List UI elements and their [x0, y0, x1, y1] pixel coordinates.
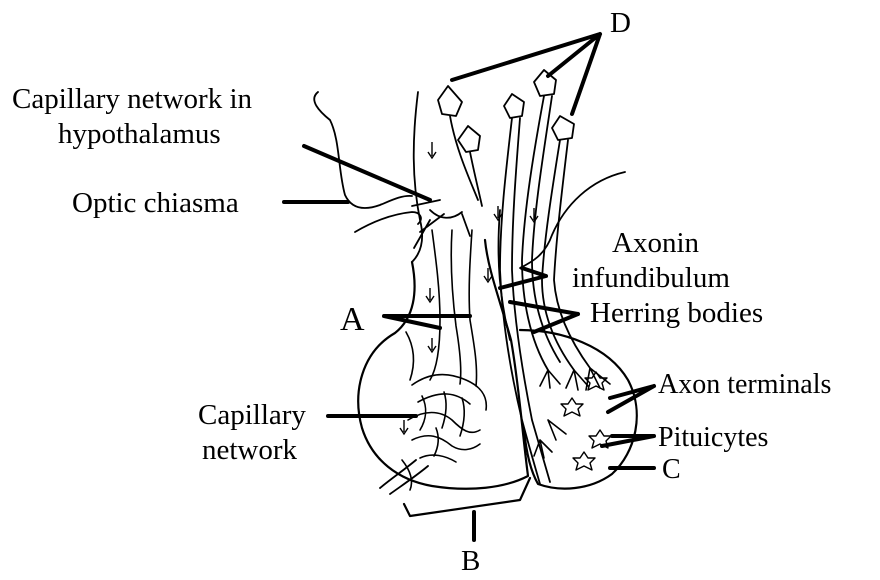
bracket-b	[402, 476, 532, 518]
leader-d	[450, 32, 602, 116]
capillary-network-graphic	[401, 229, 488, 491]
leader-herring	[508, 300, 580, 334]
anatomy	[313, 91, 638, 495]
leader-axon-terminals	[606, 384, 656, 414]
optic-chiasma-lower	[354, 211, 422, 233]
label-axonin-2: infundibulum	[572, 262, 730, 294]
neuron-1	[437, 85, 463, 117]
neuron-2	[457, 125, 481, 153]
flow-arrows	[399, 142, 539, 436]
label-pituicytes: Pituicytes	[658, 422, 768, 453]
optic-chiasma-shape	[313, 91, 413, 209]
pituicyte-4	[572, 451, 596, 471]
label-capillary-hypothalamus-1: Capillary network in	[12, 83, 253, 115]
label-axon-terminals: Axon terminals	[658, 369, 831, 400]
neurosecretory-cells	[411, 69, 591, 485]
axon-terminals-graphic	[533, 367, 611, 459]
pituicyte-3	[588, 429, 612, 449]
label-herring-bodies: Herring bodies	[590, 297, 763, 329]
pituicyte-1	[584, 371, 608, 391]
posterior-lobe-outline	[518, 328, 638, 490]
pituicyte-2	[560, 397, 584, 417]
neuron-4	[533, 69, 557, 97]
stalk-outline-left	[411, 91, 424, 263]
label-optic-chiasma: Optic chiasma	[72, 187, 239, 219]
neuron-5	[551, 115, 575, 141]
label-capillary-network-1: Capillary	[198, 399, 306, 431]
portal-vessel	[379, 459, 429, 495]
pituicytes-graphic	[560, 371, 612, 471]
label-d: D	[610, 7, 631, 39]
leader-pituicytes	[600, 434, 656, 448]
label-b: B	[461, 545, 480, 577]
anterior-lobe-outline	[357, 238, 530, 490]
label-c: C	[662, 454, 681, 485]
label-capillary-hypothalamus-2: hypothalamus	[58, 118, 221, 150]
label-capillary-network-2: network	[202, 434, 298, 466]
leader-capillary-hypothalamus	[302, 144, 432, 202]
labels: Capillary network in hypothalamus Optic …	[12, 7, 831, 577]
leader-lines	[282, 32, 656, 542]
label-a: A	[340, 301, 365, 338]
leader-a	[382, 314, 472, 330]
label-axonin-1: Axonin	[612, 227, 700, 259]
leader-axonin	[498, 266, 548, 290]
neuron-3	[503, 93, 525, 119]
